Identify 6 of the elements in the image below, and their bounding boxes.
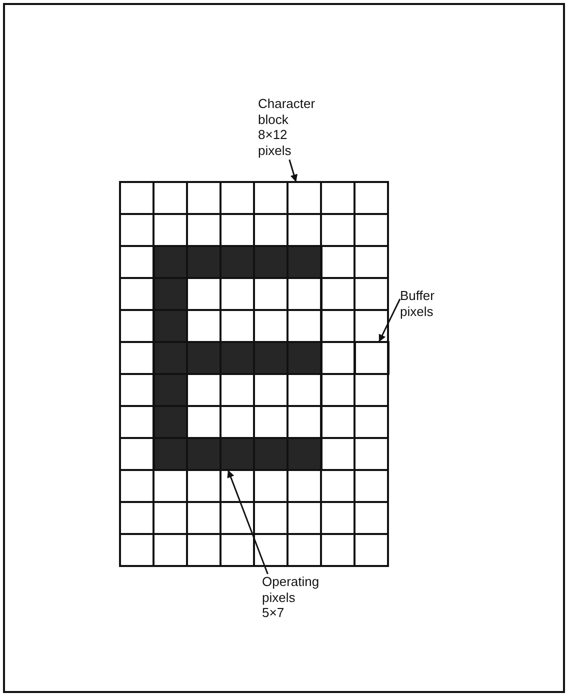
letter-e-drawing [154, 246, 321, 470]
callout-label: Buffer pixels [400, 288, 434, 320]
callout-label: Operating pixels 5×7 [262, 574, 320, 621]
callout-label: Character block 8×12 pixels [258, 96, 316, 158]
pixel-grid-drawing [120, 182, 388, 566]
grid-cell [354, 342, 388, 374]
